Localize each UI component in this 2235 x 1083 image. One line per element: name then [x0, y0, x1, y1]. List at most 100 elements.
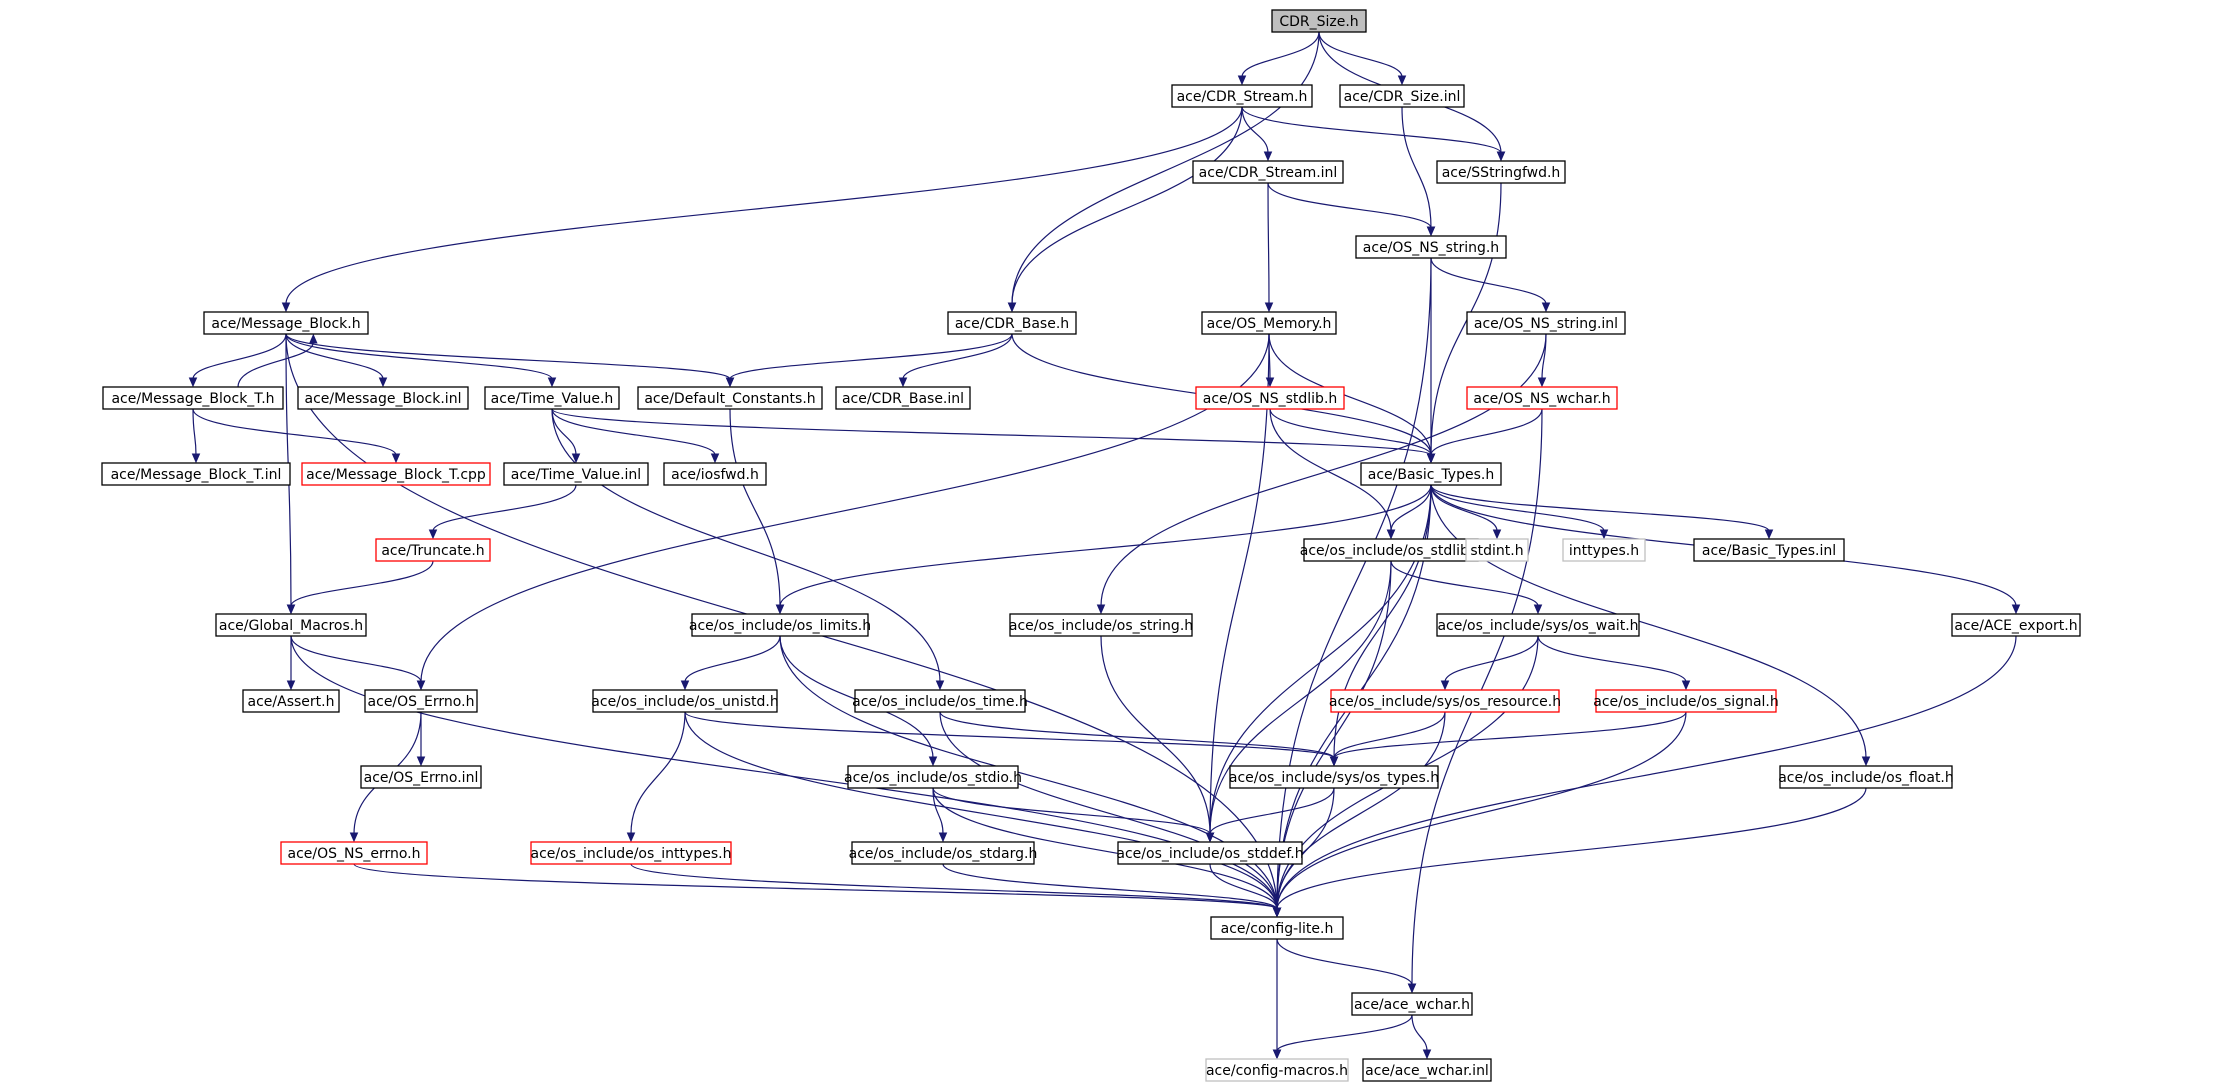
node-os_ns_wchar_h[interactable]: ace/OS_NS_wchar.h — [1466, 386, 1618, 410]
node-stdint_h[interactable]: stdint.h — [1465, 538, 1529, 562]
node-box[interactable] — [854, 689, 1026, 713]
node-box[interactable] — [1339, 84, 1465, 108]
node-cdr_base_h[interactable]: ace/CDR_Base.h — [947, 311, 1077, 335]
node-assert_h[interactable]: ace/Assert.h — [242, 689, 340, 713]
node-os_memory_h[interactable]: ace/OS_Memory.h — [1201, 311, 1337, 335]
edge-os_include_sys_os_wait_h-to-os_include_sys_os_resource_h — [1444, 635, 1539, 683]
node-os_include_os_unistd_h[interactable]: ace/os_include/os_unistd.h — [591, 689, 779, 713]
node-box[interactable] — [1362, 1058, 1492, 1082]
node-box[interactable] — [1192, 160, 1344, 184]
node-box[interactable] — [503, 462, 649, 486]
node-iosfwd_h[interactable]: ace/iosfwd.h — [663, 462, 767, 486]
node-box[interactable] — [637, 386, 823, 410]
node-box[interactable] — [215, 613, 367, 637]
node-time_value_h[interactable]: ace/Time_Value.h — [484, 386, 620, 410]
node-message_block_inl[interactable]: ace/Message_Block.inl — [297, 386, 469, 410]
node-message_block_t_cpp[interactable]: ace/Message_Block_T.cpp — [301, 462, 491, 486]
node-cdr_stream_h[interactable]: ace/CDR_Stream.h — [1171, 84, 1313, 108]
node-os_include_os_stdio_h[interactable]: ace/os_include/os_stdio.h — [844, 765, 1022, 789]
node-os_ns_stdlib_h[interactable]: ace/OS_NS_stdlib.h — [1195, 386, 1345, 410]
node-os_include_os_string_h[interactable]: ace/os_include/os_string.h — [1009, 613, 1193, 637]
node-box[interactable] — [847, 765, 1019, 789]
node-os_ns_string_h[interactable]: ace/OS_NS_string.h — [1355, 235, 1507, 259]
node-box[interactable] — [691, 613, 869, 637]
node-box[interactable] — [947, 311, 1077, 335]
node-box[interactable] — [242, 689, 340, 713]
node-ace_export_h[interactable]: ace/ACE_export.h — [1951, 613, 2081, 637]
node-basic_types_inl[interactable]: ace/Basic_Types.inl — [1693, 538, 1845, 562]
node-box[interactable] — [360, 765, 482, 789]
node-box[interactable] — [484, 386, 620, 410]
node-box[interactable] — [1210, 916, 1344, 940]
node-box[interactable] — [1466, 311, 1626, 335]
node-os_include_os_stdarg_h[interactable]: ace/os_include/os_stdarg.h — [849, 841, 1038, 865]
node-cdr_stream_inl[interactable]: ace/CDR_Stream.inl — [1192, 160, 1344, 184]
node-os_include_sys_os_wait_h[interactable]: ace/os_include/sys/os_wait.h — [1436, 613, 1640, 637]
node-box[interactable] — [1436, 160, 1566, 184]
node-box[interactable] — [1466, 386, 1618, 410]
node-box[interactable] — [1009, 613, 1193, 637]
node-config_lite_h[interactable]: ace/config-lite.h — [1210, 916, 1344, 940]
node-box[interactable] — [1351, 992, 1473, 1016]
node-sstringfwd_h[interactable]: ace/SStringfwd.h — [1436, 160, 1566, 184]
node-box[interactable] — [364, 689, 478, 713]
node-box[interactable] — [1171, 84, 1313, 108]
node-box[interactable] — [835, 386, 971, 410]
node-box[interactable] — [592, 689, 778, 713]
node-box[interactable] — [1562, 538, 1646, 562]
node-message_block_t_inl[interactable]: ace/Message_Block_T.inl — [101, 462, 291, 486]
node-os_errno_inl[interactable]: ace/OS_Errno.inl — [360, 765, 482, 789]
node-box[interactable] — [1205, 1058, 1349, 1082]
node-time_value_inl[interactable]: ace/Time_Value.inl — [503, 462, 649, 486]
node-box[interactable] — [1465, 538, 1529, 562]
node-box[interactable] — [530, 841, 732, 865]
node-box[interactable] — [1595, 689, 1777, 713]
node-box[interactable] — [1360, 462, 1502, 486]
node-inttypes_h[interactable]: inttypes.h — [1562, 538, 1646, 562]
node-box[interactable] — [1693, 538, 1845, 562]
node-global_macros_h[interactable]: ace/Global_Macros.h — [215, 613, 367, 637]
node-box[interactable] — [203, 311, 369, 335]
node-default_constants_h[interactable]: ace/Default_Constants.h — [637, 386, 823, 410]
node-box[interactable] — [1117, 841, 1303, 865]
node-os_include_os_inttypes_h[interactable]: ace/os_include/os_inttypes.h — [530, 841, 732, 865]
node-box[interactable] — [1229, 765, 1439, 789]
node-box[interactable] — [663, 462, 767, 486]
node-os_include_os_time_h[interactable]: ace/os_include/os_time.h — [852, 689, 1028, 713]
node-os_include_os_stdlib_h[interactable]: ace/os_include/os_stdlib.h — [1300, 538, 1482, 562]
node-box[interactable] — [1271, 9, 1367, 33]
node-box[interactable] — [101, 462, 291, 486]
node-message_block_h[interactable]: ace/Message_Block.h — [203, 311, 369, 335]
node-box[interactable] — [1779, 765, 1953, 789]
node-box[interactable] — [1330, 689, 1560, 713]
node-box[interactable] — [102, 386, 284, 410]
node-os_ns_errno_h[interactable]: ace/OS_NS_errno.h — [280, 841, 428, 865]
node-os_include_os_limits_h[interactable]: ace/os_include/os_limits.h — [689, 613, 871, 637]
node-box[interactable] — [1201, 311, 1337, 335]
node-os_include_sys_os_types_h[interactable]: ace/os_include/sys/os_types.h — [1229, 765, 1439, 789]
node-cdr_size_h[interactable]: CDR_Size.h — [1271, 9, 1367, 33]
node-truncate_h[interactable]: ace/Truncate.h — [375, 538, 491, 562]
node-box[interactable] — [301, 462, 491, 486]
node-os_ns_string_inl[interactable]: ace/OS_NS_string.inl — [1466, 311, 1626, 335]
node-os_errno_h[interactable]: ace/OS_Errno.h — [364, 689, 478, 713]
node-os_include_os_signal_h[interactable]: ace/os_include/os_signal.h — [1593, 689, 1779, 713]
node-box[interactable] — [1195, 386, 1345, 410]
node-box[interactable] — [1951, 613, 2081, 637]
node-cdr_base_inl[interactable]: ace/CDR_Base.inl — [835, 386, 971, 410]
node-box[interactable] — [297, 386, 469, 410]
node-message_block_t_h[interactable]: ace/Message_Block_T.h — [102, 386, 284, 410]
node-box[interactable] — [375, 538, 491, 562]
node-config_macros_h[interactable]: ace/config-macros.h — [1205, 1058, 1349, 1082]
node-box[interactable] — [1355, 235, 1507, 259]
node-os_include_sys_os_resource_h[interactable]: ace/os_include/sys/os_resource.h — [1329, 689, 1561, 713]
node-ace_wchar_h[interactable]: ace/ace_wchar.h — [1351, 992, 1473, 1016]
node-box[interactable] — [851, 841, 1035, 865]
node-cdr_size_inl[interactable]: ace/CDR_Size.inl — [1339, 84, 1465, 108]
node-box[interactable] — [1436, 613, 1640, 637]
node-basic_types_h[interactable]: ace/Basic_Types.h — [1360, 462, 1502, 486]
node-ace_wchar_inl[interactable]: ace/ace_wchar.inl — [1362, 1058, 1492, 1082]
node-os_include_os_stddef_h[interactable]: ace/os_include/os_stddef.h — [1116, 841, 1304, 865]
node-box[interactable] — [280, 841, 428, 865]
node-os_include_os_float_h[interactable]: ace/os_include/os_float.h — [1778, 765, 1954, 789]
